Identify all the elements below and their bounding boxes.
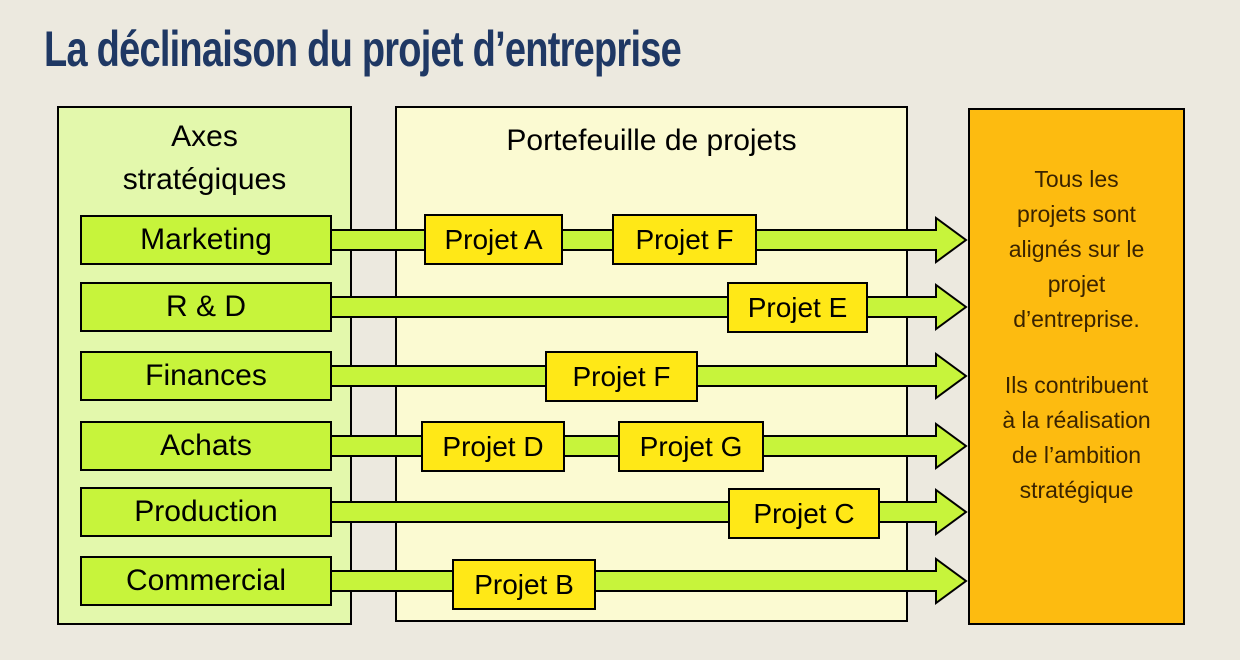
- alignment-paragraph-2: Ils contribuent à la réalisation de l’am…: [1002, 372, 1151, 503]
- project-box-f2: Projet F: [545, 351, 698, 402]
- project-box-b: Projet B: [452, 559, 596, 610]
- project-box-d: Projet D: [421, 421, 565, 472]
- alignment-paragraph-1: Tous les projets sont alignés sur le pro…: [1008, 166, 1145, 332]
- axis-box-commercial: Commercial: [80, 556, 332, 606]
- alignment-panel: Tous les projets sont alignés sur le pro…: [968, 108, 1185, 625]
- project-box-a: Projet A: [424, 214, 563, 265]
- axis-box-finances: Finances: [80, 351, 332, 401]
- project-box-e: Projet E: [727, 282, 868, 333]
- project-box-c: Projet C: [728, 488, 880, 539]
- axes-panel-header: Axes stratégiques: [122, 120, 287, 196]
- slide-title: La déclinaison du projet d’entreprise: [44, 21, 682, 77]
- project-box-f1: Projet F: [612, 214, 757, 265]
- axis-box-rd: R & D: [80, 282, 332, 332]
- project-box-g: Projet G: [618, 421, 764, 472]
- axis-box-achats: Achats: [80, 421, 332, 471]
- axis-box-production: Production: [80, 487, 332, 537]
- axis-box-marketing: Marketing: [80, 215, 332, 265]
- portfolio-panel-header: Portefeuille de projets: [506, 124, 797, 157]
